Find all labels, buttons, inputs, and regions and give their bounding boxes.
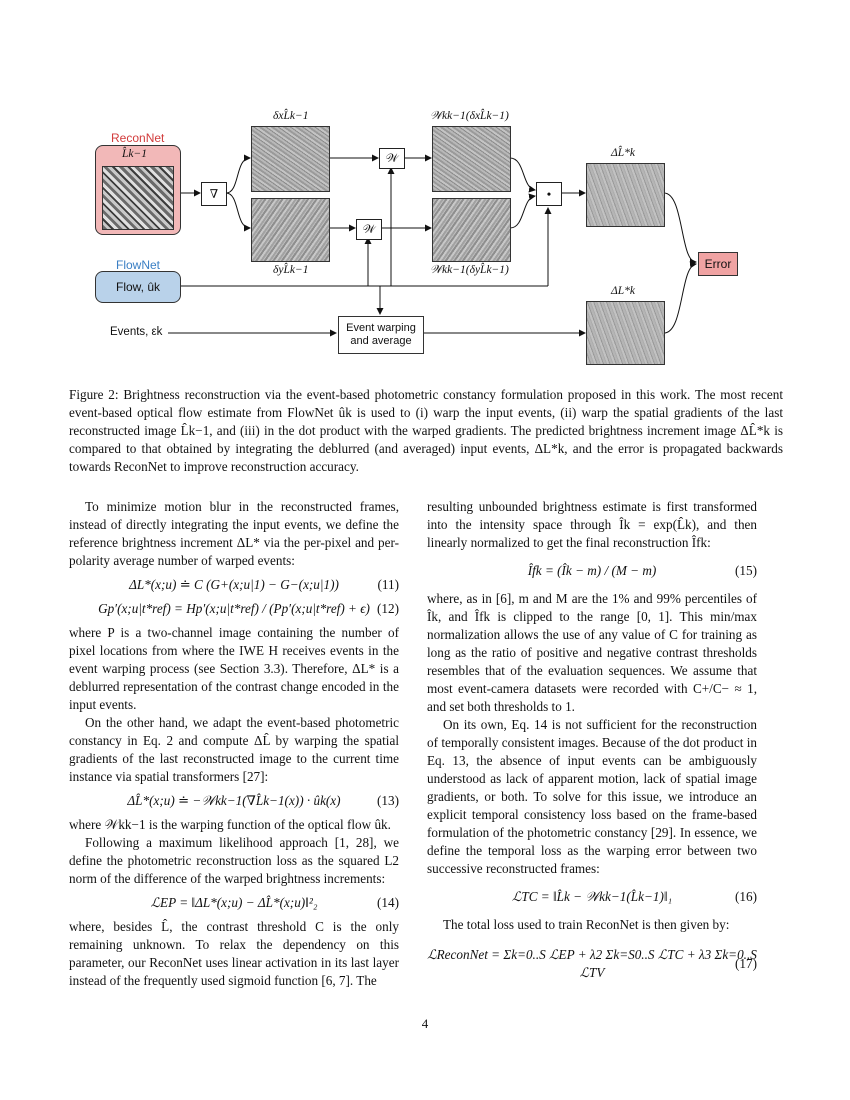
label-warped-dy: 𝒲kk−1(δyL̂k−1) <box>430 264 509 276</box>
right-column: resulting unbounded brightness estimate … <box>427 498 757 994</box>
tile-warped-dy <box>432 198 511 262</box>
tile-event-increment <box>586 301 665 365</box>
reconnet-label: ReconNet <box>111 131 165 145</box>
paragraph: Following a maximum likelihood approach … <box>69 835 399 886</box>
tile-warped-dx <box>432 126 511 192</box>
flownet-label: FlowNet <box>116 258 161 272</box>
equation-number: (14) <box>377 895 399 910</box>
equation-body: ℒReconNet = Σk=0..S ℒEP + λ2 Σk=S0..S ℒT… <box>427 947 757 980</box>
paragraph: On its own, Eq. 14 is not sufficient for… <box>427 717 757 876</box>
tile-dx-gradient <box>251 126 330 192</box>
event-box-line2: and average <box>350 335 412 347</box>
equation-16: ℒTC = ‖L̂k − 𝒲kk−1(L̂k−1)‖₁ (16) <box>427 888 757 906</box>
equation-body: Gp′(x;u|t*ref) = Hp′(x;u|t*ref) / (Pp′(x… <box>98 601 370 616</box>
events-label: Events, εk <box>110 326 163 338</box>
paragraph: On the other hand, we adapt the event-ba… <box>69 715 399 784</box>
equation-number: (17) <box>735 956 757 971</box>
paragraph: where 𝒲kk−1 is the warping function of t… <box>69 817 391 832</box>
equation-number: (13) <box>377 793 399 808</box>
equation-14: ℒEP = ‖ΔL*(x;u) − ΔL̂*(x;u)‖²₂ (14) <box>69 894 399 912</box>
equation-body: ℒEP = ‖ΔL*(x;u) − ΔL̂*(x;u)‖²₂ <box>150 895 318 910</box>
label-predicted-increment: ΔL̂*k <box>611 147 635 159</box>
warp-operator-bottom: 𝒲 <box>356 219 382 240</box>
equation-12: Gp′(x;u|t*ref) = Hp′(x;u|t*ref) / (Pp′(x… <box>69 600 399 618</box>
gradient-operator: ∇ <box>201 182 227 206</box>
paragraph: resulting unbounded brightness estimate … <box>427 499 757 550</box>
left-column: To minimize motion blur in the reconstru… <box>69 498 399 990</box>
equation-11: ΔL*(x;u) ≐ C (G+(x;u|1) − G−(x;u|1)) (11… <box>69 576 399 594</box>
diagram-connectors <box>168 154 697 337</box>
label-dy: δyL̂k−1 <box>273 264 309 276</box>
dot-product-operator: • <box>536 182 562 206</box>
label-dx: δxL̂k−1 <box>273 110 309 122</box>
tile-dy-gradient <box>251 198 330 262</box>
equation-17: ℒReconNet = Σk=0..S ℒEP + λ2 Σk=S0..S ℒT… <box>427 946 757 982</box>
equation-number: (15) <box>735 563 757 578</box>
reconstructed-image <box>102 166 174 230</box>
figure-caption: Figure 2: Brightness reconstruction via … <box>69 387 783 474</box>
paragraph: To minimize motion blur in the reconstru… <box>69 499 399 568</box>
equation-15: Îfk = (Îk − m) / (M − m) (15) <box>427 562 757 580</box>
tile-predicted-increment <box>586 163 665 227</box>
equation-body: Îfk = (Îk − m) / (M − m) <box>527 563 657 578</box>
equation-body: ΔL*(x;u) ≐ C (G+(x;u|1) − G−(x;u|1)) <box>129 577 339 592</box>
equation-number: (16) <box>735 889 757 904</box>
label-warped-dx: 𝒲kk−1(δxL̂k−1) <box>430 110 509 122</box>
warp-operator-top: 𝒲 <box>379 148 405 169</box>
equation-number: (12) <box>377 601 399 616</box>
reconnet-box: L̂k−1 <box>95 145 181 235</box>
event-box-line1: Event warping <box>346 322 416 334</box>
equation-13: ΔL̂*(x;u) ≐ −𝒲kk−1(∇L̂k−1(x)) · ûk(x) (1… <box>69 792 399 810</box>
paragraph: where, as in [6], m and M are the 1% and… <box>427 591 757 714</box>
flow-box: Flow, ûk <box>95 271 181 303</box>
page-number: 4 <box>421 1016 429 1031</box>
reconnet-var: L̂k−1 <box>122 148 148 160</box>
figure-diagram: ReconNet L̂k−1 FlowNet Flow, ûk Events, … <box>0 0 850 380</box>
label-event-increment: ΔL*k <box>611 285 635 297</box>
event-warping-box: Event warping and average <box>338 316 424 354</box>
equation-body: ℒTC = ‖L̂k − 𝒲kk−1(L̂k−1)‖₁ <box>511 889 673 904</box>
error-box: Error <box>698 252 738 276</box>
paragraph: The total loss used to train ReconNet is… <box>443 917 730 932</box>
paragraph: where P is a two-channel image containin… <box>69 625 399 712</box>
paragraph: where, besides L̂, the contrast threshol… <box>69 919 399 988</box>
equation-number: (11) <box>377 577 399 592</box>
equation-body: ΔL̂*(x;u) ≐ −𝒲kk−1(∇L̂k−1(x)) · ûk(x) <box>127 793 341 808</box>
